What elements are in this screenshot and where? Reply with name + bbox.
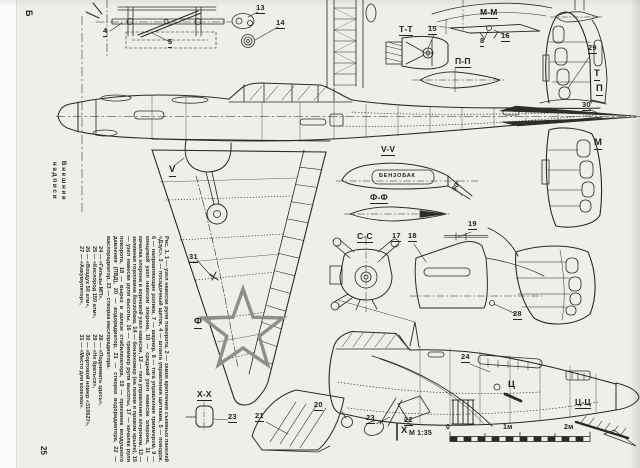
fin-root-detail-drawing: [409, 241, 545, 309]
wingtip-structure-drawing: [515, 245, 596, 325]
part-label-14: 14: [276, 18, 285, 29]
section-label-ff: Ф-Ф: [370, 192, 388, 204]
part-label-15: 15: [428, 24, 437, 35]
part-label-24: 24: [461, 352, 470, 363]
section-cc-drawing: [329, 237, 400, 313]
section-vv-fueltank-drawing: [335, 162, 479, 200]
cut-label-f: Ф: [194, 316, 203, 329]
section-label-tsts: Ц-Ц: [575, 397, 591, 409]
part-label-23: 23: [228, 412, 237, 423]
part-label-4: 4: [103, 26, 108, 37]
figure-caption-text: Рис. 1. 1 — узел навески руля поворота, …: [105, 236, 169, 462]
margin-letter: Б: [24, 10, 34, 17]
legend-item: 24 — «Гильзы МП»,: [96, 246, 103, 300]
external-note-line1: Внешние: [60, 160, 67, 202]
legend-item: 30 — «Бортовой номер «310627»,: [84, 334, 91, 427]
upper-wing-structure-drawing: [326, 0, 605, 89]
caption-legend-left: 24 — «Гильзы МП», 25 — «Кислород 150 атм…: [77, 246, 103, 318]
section-xx-drawing: [185, 401, 214, 432]
leader-lines: [109, 11, 601, 435]
section-label-vv: V-V: [381, 144, 396, 156]
cut-label-x: Х: [401, 425, 408, 436]
caption-legend: 24 — «Гильзы МП», 25 — «Кислород 150 атм…: [77, 236, 103, 462]
legend-item: 28 — «Поднимать здесь»,: [96, 334, 103, 406]
part-label-16: 16: [501, 31, 510, 42]
part-label-20: 20: [314, 400, 323, 411]
stabilizer-structure-drawing: [541, 127, 603, 228]
scan-shadow-right: [630, 0, 640, 468]
pitot-wingtip-drawing: [443, 227, 519, 257]
cut-label-t: Т: [594, 68, 601, 81]
part-label-8: 8: [480, 36, 485, 47]
flap-control-inset-drawing: [85, 0, 233, 57]
section-mm-drawing: [427, 18, 541, 39]
cut-label-ts: Ц: [508, 379, 516, 390]
filler-cap-parts-drawing: [231, 13, 255, 48]
part-label-29: 29: [588, 43, 597, 54]
scale-tick-1m: 1м: [503, 424, 513, 431]
page-margin: [0, 0, 17, 468]
section-tt-drawing: [385, 35, 449, 70]
radiator-detail-drawing: [251, 389, 345, 453]
section-tsts-drawing: [574, 415, 637, 447]
cut-label-v: V: [169, 164, 176, 177]
bottom-side-view-drawing: [328, 299, 640, 441]
part-label-31: 31: [189, 252, 198, 263]
scan-shadow-top: [0, 0, 640, 6]
part-label-17: 17: [392, 231, 401, 242]
part-label-21: 21: [255, 411, 264, 422]
legend-item: 25 — «Кислород 150 атм»,: [90, 246, 97, 319]
part-label-23b: 23: [366, 413, 375, 424]
part-label-19: 19: [468, 219, 477, 230]
legend-item: 26 — «Воздух 50 атм»,: [84, 246, 91, 309]
caption-legend-right: 28 — «Поднимать здесь», 29 — «Не браться…: [77, 334, 103, 426]
scale-tick-2m: 2м: [564, 424, 574, 431]
section-label-cc: С-С: [357, 231, 373, 243]
section-label-mm: М-М: [480, 7, 498, 19]
part-label-22: 22: [404, 415, 413, 426]
section-label-xx: Х-Х: [197, 389, 212, 401]
fin-structure-drawing: [539, 0, 608, 105]
main-side-view-drawing: [55, 15, 640, 225]
section-label-pp: П-П: [455, 56, 471, 68]
scale-tick-0: 0: [446, 424, 451, 431]
section-label-tt: Т-Т: [399, 24, 413, 36]
national-star: [198, 283, 288, 370]
scale-bar-drawing: [449, 431, 591, 442]
part-label-28: 28: [513, 309, 522, 320]
legend-item: 27 — «Аккумулятор»,: [77, 246, 84, 305]
fuel-tank-label: БЕНЗОБАК: [379, 173, 416, 179]
cut-label-m: М: [594, 137, 603, 150]
section-pp-drawing: [411, 67, 507, 93]
part-label-18: 18: [408, 231, 417, 242]
part-label-30: 30: [582, 100, 591, 111]
wing-plan-drawing: [151, 149, 327, 406]
legend-item: 31 — «Место для козелка».: [77, 334, 84, 409]
legend-item: 29 — «Не браться»,: [90, 334, 97, 389]
scale-ratio-label: М 1:35: [409, 430, 432, 437]
external-inscriptions-note: Внешние надписи: [50, 146, 68, 216]
page-number: 25: [39, 446, 48, 455]
external-note-line2: надписи: [51, 161, 59, 201]
cut-label-p: П: [596, 83, 604, 96]
part-label-13: 13: [256, 3, 265, 14]
part-label-5: 5: [168, 37, 173, 48]
figure-caption-block: Рис. 1. 1 — узел навески руля поворота, …: [57, 236, 169, 462]
section-ff-airfoil-drawing: [343, 206, 453, 222]
